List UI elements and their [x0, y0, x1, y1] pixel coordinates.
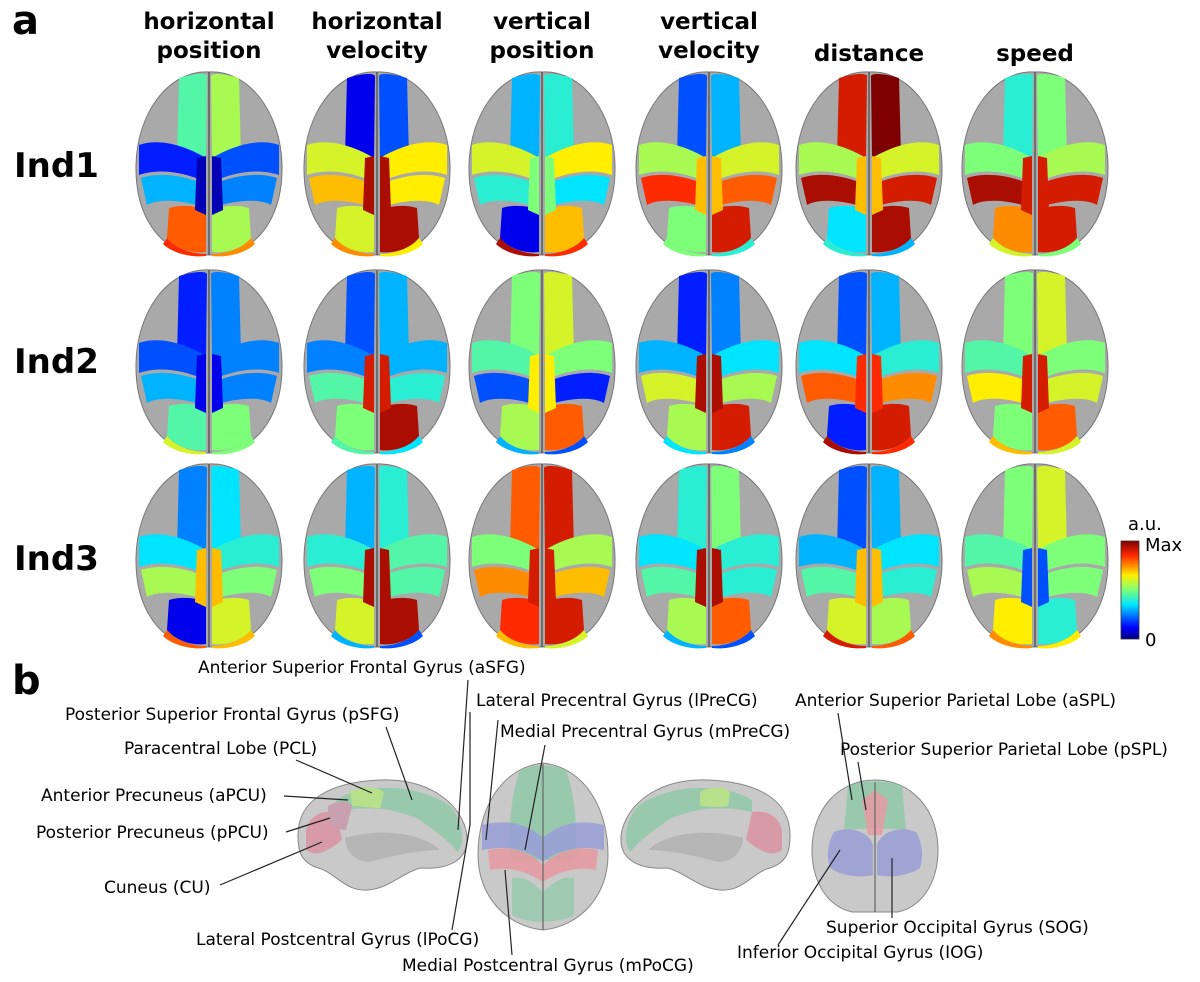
brain-map-r3-c4 [635, 463, 783, 649]
leader-pspl [857, 761, 867, 811]
label-pcl: Paracentral Lobe (PCL) [124, 739, 317, 759]
colorbar-max-label: Max [1145, 535, 1183, 556]
row-label-ind2: Ind2 [14, 342, 99, 382]
brain-map-r2-c1 [135, 269, 283, 455]
brain-map-r1-c6 [961, 71, 1109, 257]
leader-asfg [457, 679, 469, 831]
leader-psfg [385, 726, 413, 801]
brain-map-r1-c1 [135, 71, 283, 257]
medial-wall [345, 832, 440, 862]
leader-apcu [283, 795, 349, 801]
label-iog: Inferior Occipital Gyrus (IOG) [737, 943, 983, 963]
label-lpocg: Lateral Postcentral Gyrus (lPoCG) [196, 930, 479, 950]
medial-precuneus-region-right [746, 811, 782, 854]
panel-b-letter: b [12, 658, 41, 704]
label-aspl: Anterior Superior Parietal Lobe (aSPL) [795, 691, 1116, 711]
column-header-4: distance [814, 41, 924, 67]
medial-pcl-region-right [700, 787, 730, 807]
leader-iog [777, 849, 841, 946]
brain-map-grid [135, 71, 1109, 649]
label-psfg: Posterior Superior Frontal Gyrus (pSFG) [65, 705, 399, 725]
leader-mprecg [524, 744, 546, 851]
brain-map-r3-c2 [303, 463, 451, 649]
brain-map-r2-c4 [635, 269, 783, 455]
brain-dorsal-view [477, 762, 609, 931]
colorbar-bar [1120, 540, 1140, 640]
leader-lprecg [485, 719, 499, 841]
brain-map-r3-c1 [135, 463, 283, 649]
label-pspl: Posterior Superior Parietal Lobe (pSPL) [840, 740, 1168, 760]
panel-a-letter: a [12, 0, 39, 44]
brain-map-r3-c6 [961, 463, 1109, 649]
colorbar-title: a.u. [1128, 514, 1162, 535]
brain-map-r1-c3 [468, 71, 616, 257]
colorbar: a.u. Max 0 [1120, 514, 1183, 651]
medial-pcl-region [350, 787, 384, 808]
leader-ppcu [285, 817, 331, 833]
brain-map-r3-c3 [468, 463, 616, 649]
label-sog: Superior Occipital Gyrus (SOG) [826, 918, 1089, 938]
label-mpocg: Medial Postcentral Gyrus (mPoCG) [402, 956, 694, 976]
label-apcu: Anterior Precuneus (aPCU) [41, 786, 267, 806]
column-header-5: speed [996, 41, 1074, 67]
row-label-ind3: Ind3 [14, 539, 99, 579]
leader-lpocg [451, 712, 471, 931]
colorbar-min-label: 0 [1145, 630, 1156, 651]
posterior-occipital-left [827, 829, 873, 877]
brain-map-r1-c2 [303, 71, 451, 257]
label-cu: Cuneus (CU) [104, 878, 211, 898]
leader-pcl [295, 759, 373, 794]
brain-map-r2-c3 [468, 269, 616, 455]
brain-map-r2-c2 [303, 269, 451, 455]
brain-map-r1-c4 [635, 71, 783, 257]
brain-medial-view-left [297, 779, 468, 891]
row-label-ind1: Ind1 [14, 146, 99, 186]
label-ppcu: Posterior Precuneus (pPCU) [36, 823, 269, 843]
medial-apcu-region [328, 801, 352, 830]
leader-cu [219, 841, 323, 886]
brain-medial-view-right [620, 779, 791, 891]
medial-wall-right [648, 832, 743, 862]
leader-lines [219, 679, 893, 956]
label-asfg: Anterior Superior Frontal Gyrus (aSFG) [198, 658, 526, 678]
label-mprecg: Medial Precentral Gyrus (mPreCG) [500, 722, 790, 742]
brain-map-r1-c5 [795, 71, 943, 257]
leader-mpocg [504, 869, 513, 956]
brain-map-r2-c5 [795, 269, 943, 455]
brain-map-r2-c6 [961, 269, 1109, 455]
brain-posterior-view [811, 779, 939, 913]
label-lprecg: Lateral Precentral Gyrus (lPreCG) [476, 691, 758, 711]
posterior-occipital-right [877, 829, 923, 877]
leader-aspl [837, 712, 853, 801]
brain-map-r3-c5 [795, 463, 943, 649]
